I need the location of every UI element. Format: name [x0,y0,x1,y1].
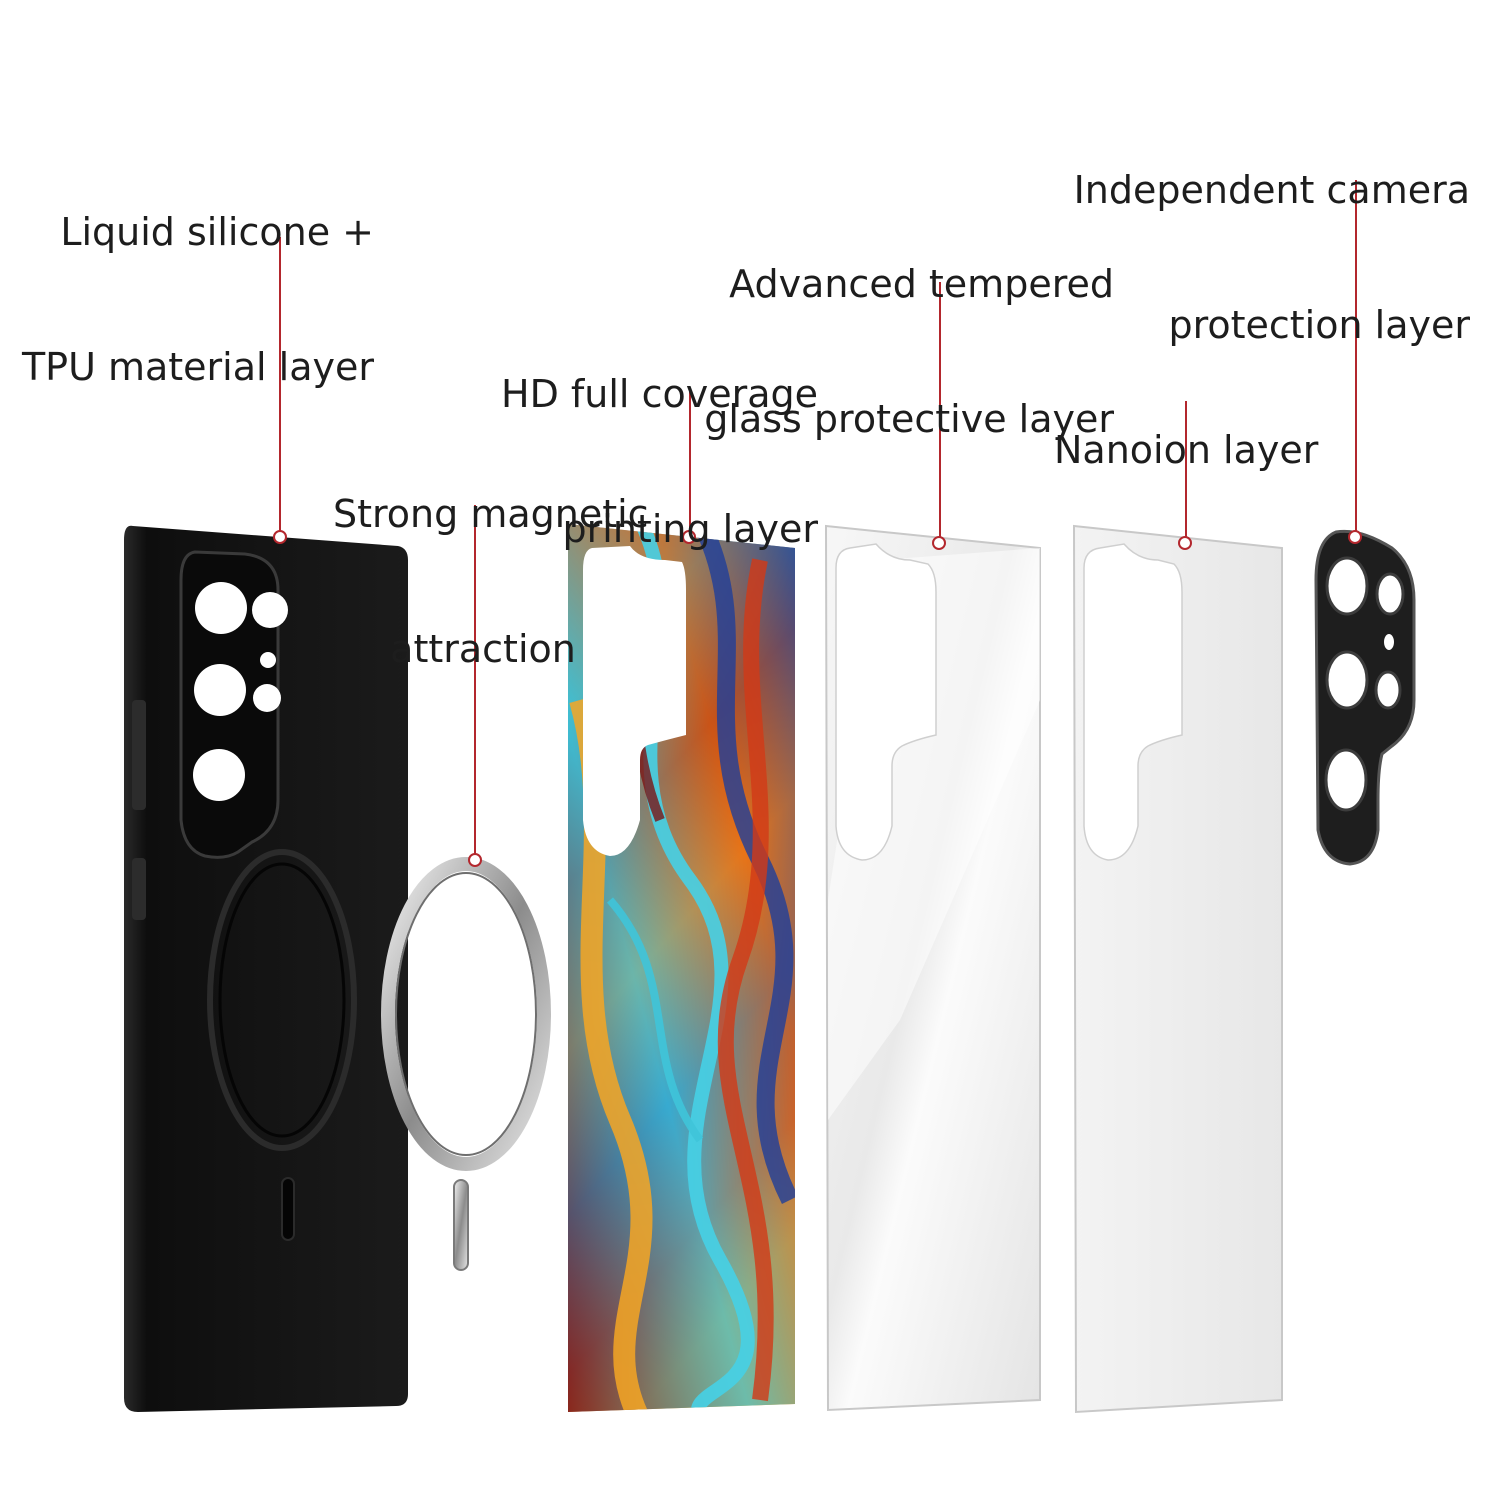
label-printing: HD full coverage printing layer [501,282,818,642]
label-camera-line-1: Independent camera [1073,168,1470,212]
leader-line-glass [939,282,941,537]
label-glass-line-1: Advanced tempered [729,262,1114,306]
label-glass: Advanced tempered glass protective layer [704,172,1114,532]
label-magnetic: Strong magnetic attraction [333,402,649,762]
magnetic-ring [381,857,551,1271]
label-magnetic-line-1: Strong magnetic [333,492,649,536]
phone-case [124,525,408,1412]
leader-line-printing [689,392,691,531]
leader-dot-material [273,530,287,544]
label-material-line-2: TPU material layer [21,345,374,389]
leader-dot-camera [1348,530,1362,544]
label-nanoion-line-1: Nanoion layer [1054,428,1319,472]
leader-dot-magnetic [468,853,482,867]
label-magnetic-line-2: attraction [390,627,576,671]
label-camera: Independent camera protection layer [1074,78,1470,438]
printed-panel [568,524,795,1412]
label-camera-line-2: protection layer [1168,303,1470,347]
leader-line-camera [1355,180,1357,531]
leader-dot-nanoion [1178,536,1192,550]
nanoion-film [1072,524,1283,1414]
label-printing-line-2: printing layer [562,507,818,551]
label-material: Liquid silicone + TPU material layer [22,120,374,480]
leader-line-nanoion [1185,401,1187,537]
leader-dot-glass [932,536,946,550]
leader-line-material [279,237,281,531]
label-nanoion: Nanoion layer [1054,338,1318,563]
label-glass-line-2: glass protective layer [704,397,1114,441]
leader-dot-printing [682,530,696,544]
glass-panel [824,524,1041,1412]
label-printing-line-1: HD full coverage [501,372,818,416]
leader-line-magnetic [474,505,476,854]
label-material-line-1: Liquid silicone + [60,210,374,254]
camera-protector [1314,529,1416,866]
